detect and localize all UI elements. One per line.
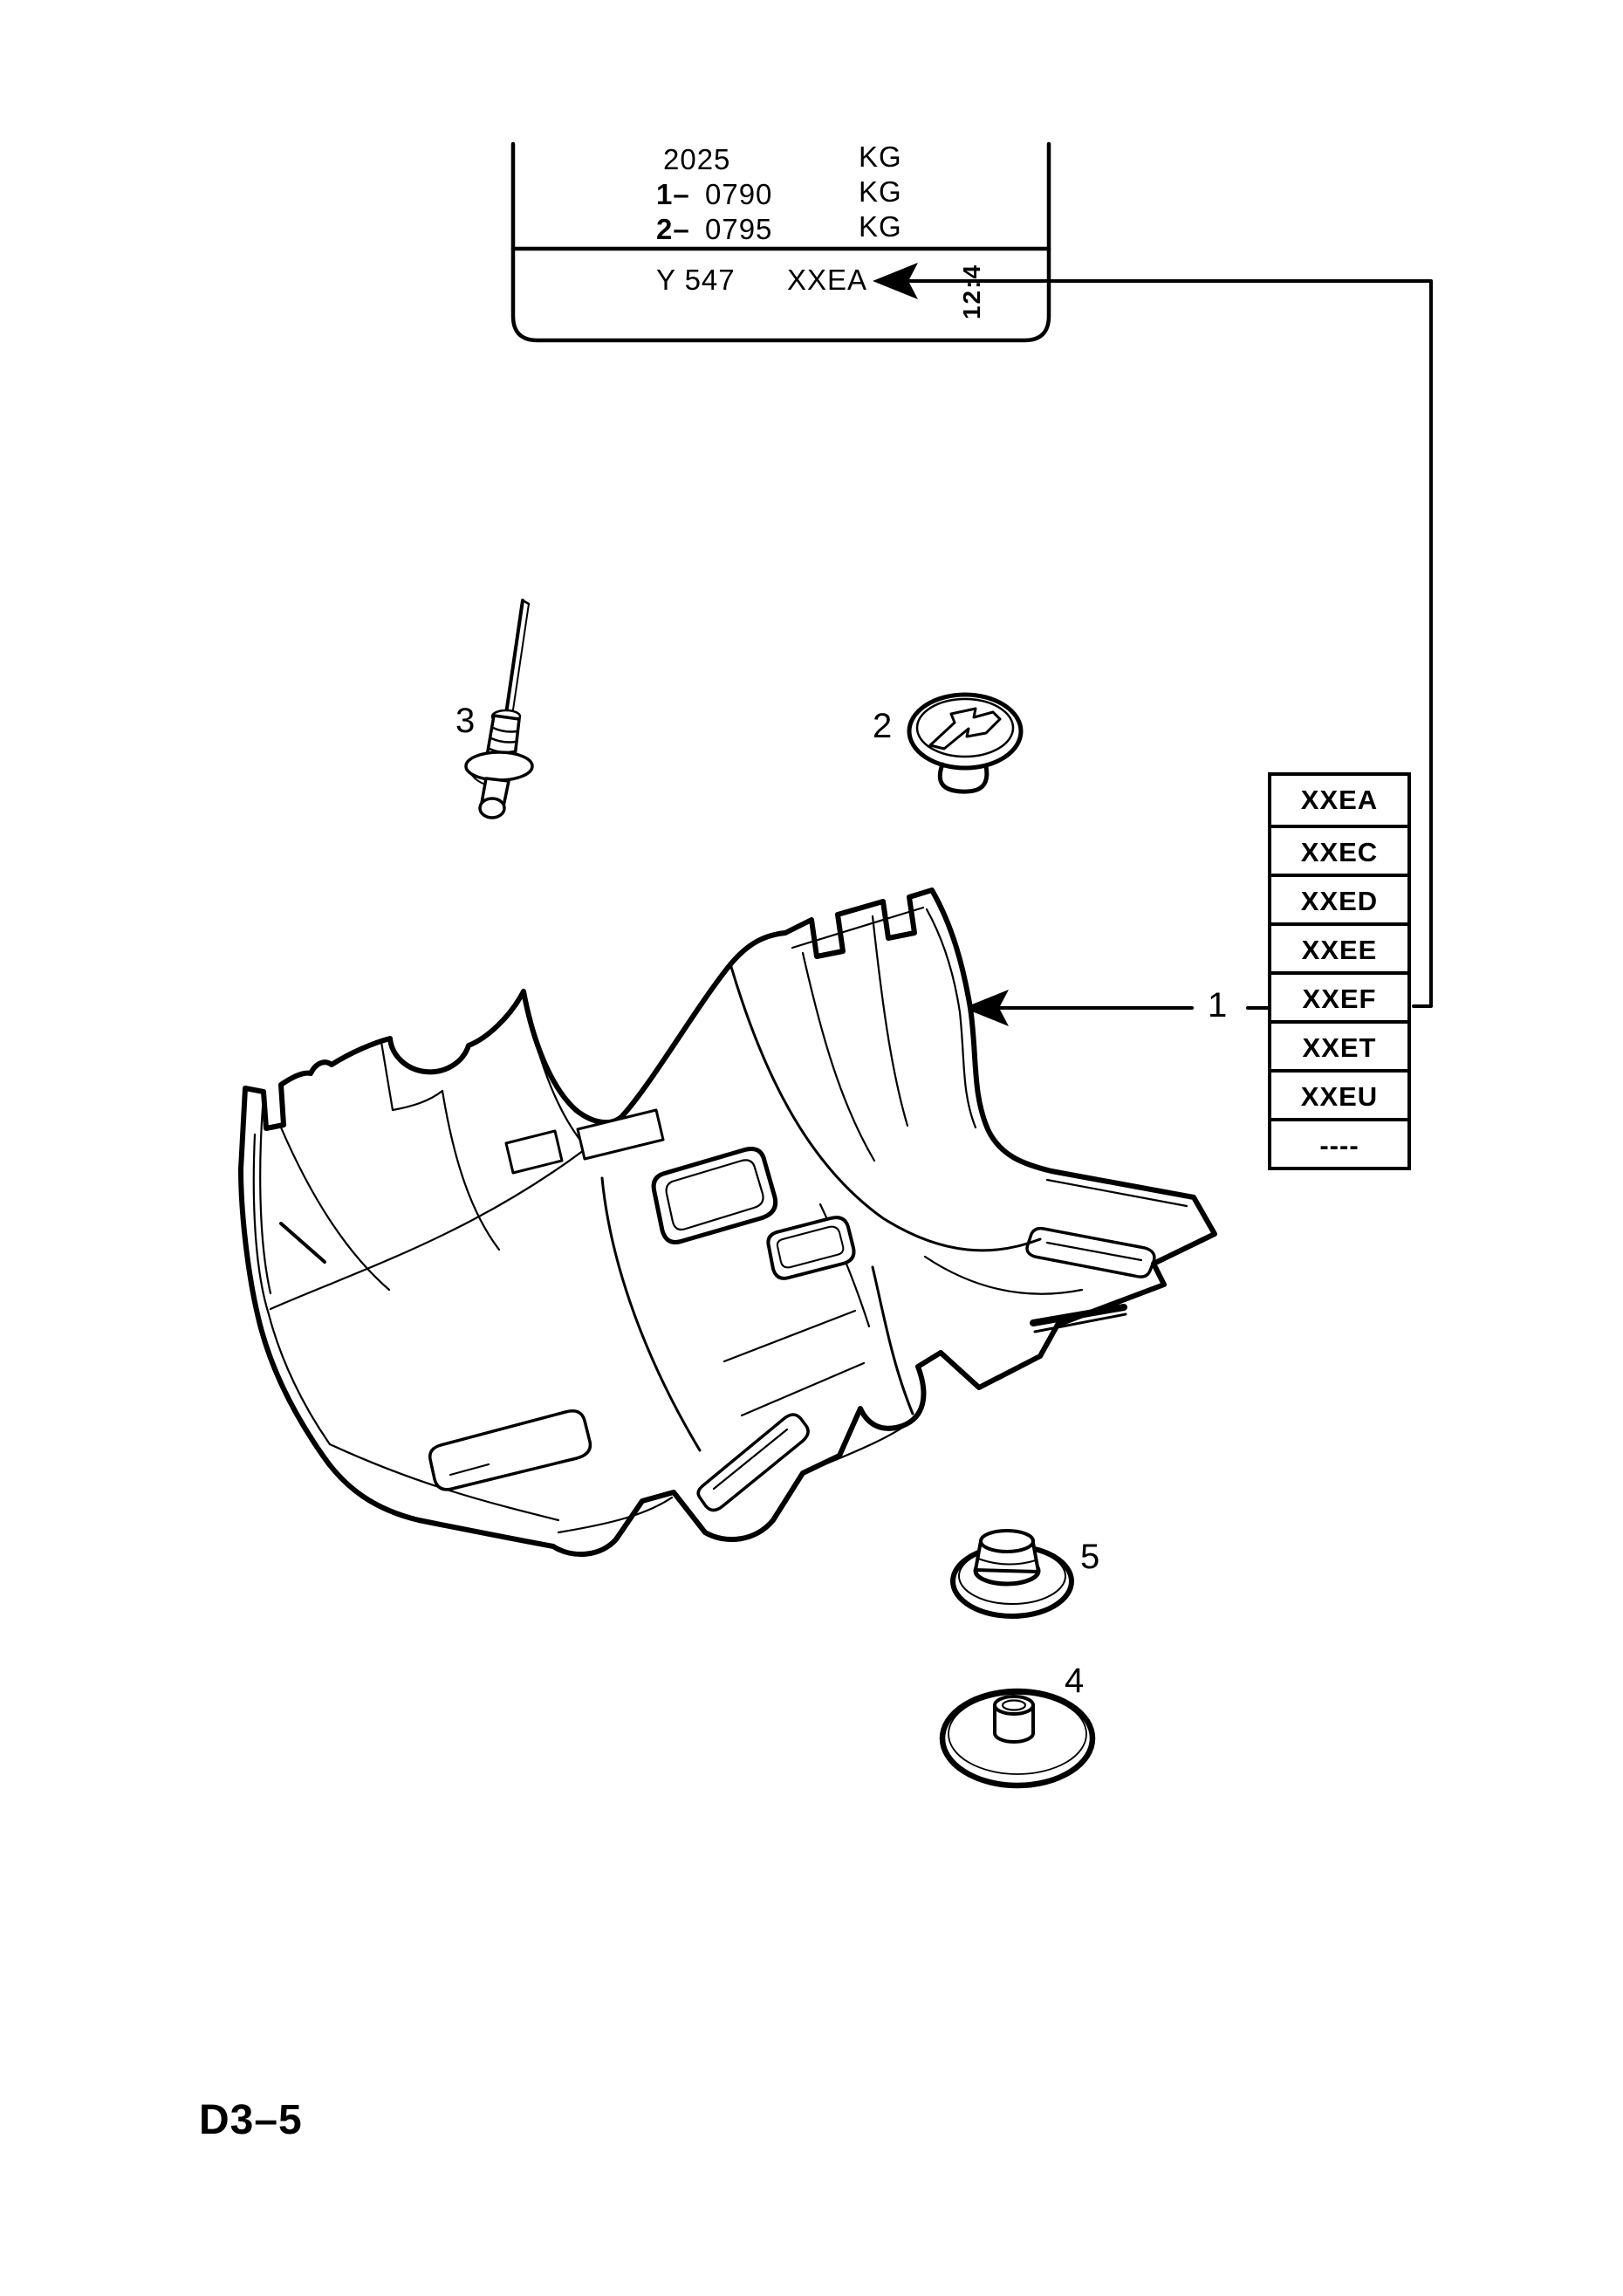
variant-code-cell: XXEA [1300, 785, 1379, 815]
plate-row-total: 2025 KG [656, 141, 918, 176]
variant-code-cell: XXEE [1271, 922, 1407, 971]
callout-1-arrow [963, 990, 1271, 1026]
variant-code-cell: XXET [1271, 1020, 1407, 1069]
plate-row-value: 0795 [705, 213, 773, 245]
clip-drawing [907, 692, 1024, 794]
left-arrowhead-icon [963, 990, 1009, 1026]
plate-model-code: Y 547 [656, 264, 736, 296]
callout-2-clip: 2 [873, 707, 893, 745]
variant-code-table: XXEA XXEC XXED XXEE XXEF XXET XXEU ---- [1268, 772, 1411, 1170]
section-reference: 12:4 [958, 263, 986, 320]
weight-plate-frame [510, 141, 1051, 343]
plate-row-unit: KG [859, 210, 902, 243]
plate-row-unit: KG [859, 141, 902, 173]
left-arrowhead-icon [873, 263, 918, 299]
callout-4-disc: 4 [1065, 1662, 1085, 1700]
plate-row-prefix: 1– [656, 178, 690, 210]
plate-row-unit: KG [859, 175, 902, 208]
screw-drawing [464, 599, 534, 819]
callout-1-carpet: 1 [1208, 986, 1228, 1025]
plate-variant-code: XXEA [787, 264, 868, 296]
variant-code-cell: ---- [1271, 1118, 1407, 1167]
callout-5-grommet: 5 [1080, 1538, 1100, 1576]
plate-row-axle2: 2– 0795 KG [656, 210, 918, 246]
carpet-drawing [238, 888, 1217, 1557]
callout-3-screw: 3 [455, 702, 476, 740]
disc-drawing [939, 1688, 1096, 1789]
plate-row-prefix: 2– [656, 213, 690, 245]
grommet-drawing [950, 1529, 1074, 1619]
plate-row-value: 2025 [663, 143, 731, 175]
variant-code-cell: XXEC [1271, 825, 1407, 874]
variant-code-cell: XXED [1271, 874, 1407, 922]
plate-row-value: 0790 [705, 178, 773, 210]
variant-code-cell: XXEF [1271, 971, 1407, 1020]
page-code: D3–5 [199, 2097, 303, 2143]
variant-code-cell: XXEU [1271, 1069, 1407, 1118]
plate-row-axle1: 1– 0790 KG [656, 175, 918, 211]
plate-code-pointer-line [873, 263, 1433, 1008]
